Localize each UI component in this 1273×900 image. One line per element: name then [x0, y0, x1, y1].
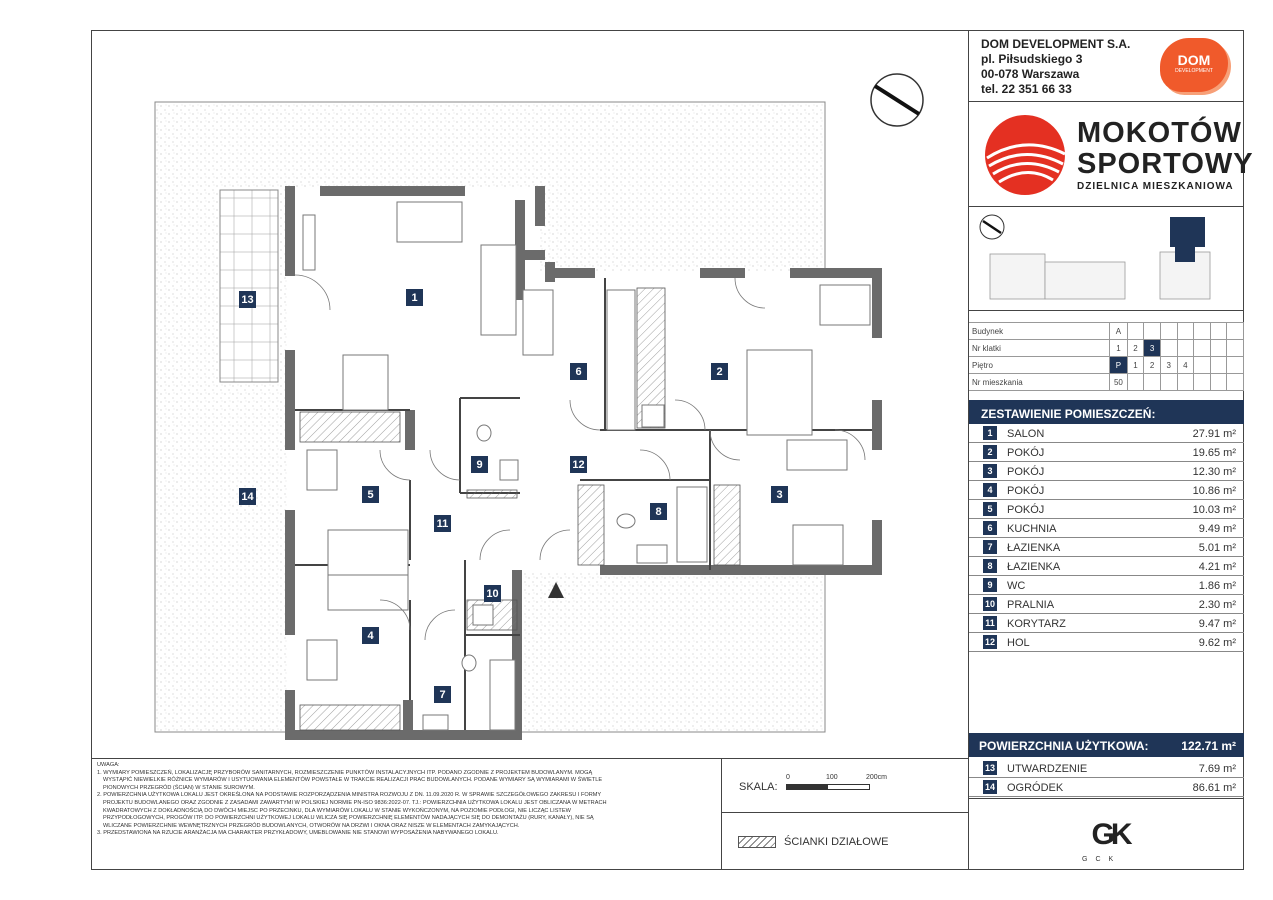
frame-divider	[968, 30, 969, 870]
company-address: pl. Piłsudskiego 3	[981, 52, 1083, 66]
dom-development-logo: DOM DEVELOPMENT	[1160, 38, 1228, 92]
gck-logo-text: GCK	[1082, 856, 1122, 863]
scale-tick-200: 200cm	[866, 774, 888, 781]
note-line: WLICZANE POWIERZCHNIE WEWNĘTRZNYCH PRZEG…	[103, 822, 520, 829]
total-label: POWIERZCHNIA UŻYTKOWA:	[979, 739, 1149, 753]
partition-wall-swatch	[738, 836, 776, 848]
company-divider	[969, 101, 1244, 102]
gck-logo: GK	[1091, 818, 1133, 851]
plan-label-2: 2	[711, 363, 728, 380]
notes: UWAGA: 1. WYMIARY POMIESZCZEŃ, LOKALIZAC…	[97, 762, 717, 838]
note-line: KWADRATOWYCH Z DOKŁADNOŚCIĄ DO DWÓCH MIE…	[103, 807, 571, 814]
note-line: PIONOWYCH PRZEGRÓD (ŚCIAN) W STANIE SURO…	[103, 784, 255, 791]
north-compass-icon	[870, 73, 924, 127]
company-phone: tel. 22 351 66 33	[981, 82, 1072, 96]
plan-label-12: 12	[570, 456, 587, 473]
brand-title: MOKOTÓW SPORTOWY	[1077, 117, 1254, 180]
scale-bar	[786, 784, 870, 790]
plan-label-11: 11	[434, 515, 451, 532]
plan-label-1: 1	[406, 289, 423, 306]
extras-divider	[969, 798, 1244, 799]
staircase-label: Nr klatki	[969, 339, 1111, 357]
plan-label-8: 8	[650, 503, 667, 520]
note-line: PRZYPODŁOGOWYCH, PROGÓW ITP. DO POWIERZC…	[103, 815, 594, 822]
terrace-tiles	[219, 189, 279, 383]
company-name: DOM DEVELOPMENT S.A.	[981, 37, 1131, 51]
keyplan-divider	[969, 310, 1244, 311]
plan-label-9: 9	[471, 456, 488, 473]
note-line: WYSTĄPIĆ NIEWIELKIE RÓŻNICE WYMIARÓW I U…	[103, 777, 603, 784]
building-label: Budynek	[969, 322, 1111, 340]
partition-wall-label: ŚCIANKI DZIAŁOWE	[784, 836, 889, 848]
apartment-number-label: Nr mieszkania	[969, 373, 1111, 391]
plan-label-10: 10	[484, 585, 501, 602]
brand-divider	[969, 206, 1244, 207]
plan-label-5: 5	[362, 486, 379, 503]
floor-label: Piętro	[969, 356, 1111, 374]
note-line: 2. POWIERZCHNIA UŻYTKOWA LOKALU JEST OKR…	[97, 792, 602, 799]
note-line: 3. PRZEDSTAWIONA NA RZUCIE ARANŻACJA MA …	[97, 830, 499, 837]
plan-label-14: 14	[239, 488, 256, 505]
mokotow-sportowy-logo-icon	[985, 115, 1066, 195]
note-line: PROJEKTU BUDOWLANEGO ORAZ ZGODNIE Z ZASA…	[103, 799, 607, 806]
note-line: 1. WYMIARY POMIESZCZEŃ, LOKALIZACJĘ PRZY…	[97, 769, 593, 776]
plan-label-13: 13	[239, 291, 256, 308]
plan-label-7: 7	[434, 686, 451, 703]
legend-divider	[721, 812, 969, 813]
company-info: DOM DEVELOPMENT S.A. pl. Piłsudskiego 3 …	[981, 37, 1130, 97]
rooms-heading: ZESTAWIENIE POMIESZCZEŃ:	[969, 400, 1244, 424]
scale-label: SKALA:	[739, 781, 778, 793]
brand-subtitle: DZIELNICA MIESZKANIOWA	[1077, 181, 1234, 192]
key-plan	[979, 214, 1211, 300]
plan-label-4: 4	[362, 627, 379, 644]
entrance-arrow-icon	[548, 582, 564, 598]
key-plan-compass-icon	[979, 214, 1005, 240]
usable-area-total: POWIERZCHNIA UŻYTKOWA: 122.71 m²	[969, 733, 1244, 757]
total-value: 122.71 m²	[1181, 739, 1236, 753]
notes-divider	[91, 758, 969, 759]
notes-heading: UWAGA:	[97, 762, 120, 768]
scale-tick-0: 0	[786, 774, 790, 781]
company-city: 00-078 Warszawa	[981, 67, 1080, 81]
scale-tick-100: 100	[826, 774, 838, 781]
drawing-frame	[91, 30, 1244, 870]
plan-label-6: 6	[570, 363, 587, 380]
floor-plan	[154, 73, 924, 740]
plan-label-3: 3	[771, 486, 788, 503]
scale-divider	[721, 758, 722, 870]
